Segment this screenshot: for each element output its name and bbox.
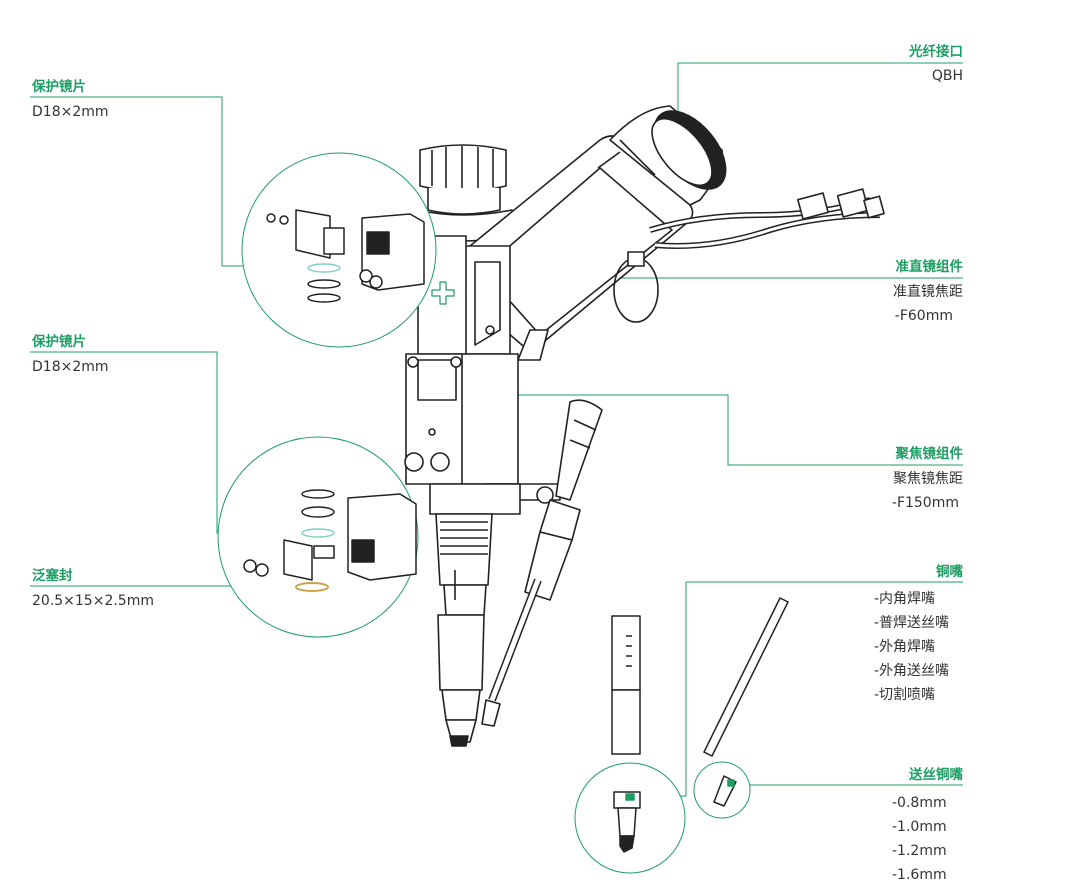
focus-line-1: 聚焦镜焦距 (893, 471, 963, 487)
collimator-line-2: -F60mm (894, 308, 953, 324)
leader-fiber-port (677, 62, 963, 126)
wire-nozzle-line-3: -1.2mm (892, 843, 947, 859)
fiber-port-title: 光纤接口 (909, 44, 963, 60)
focus-line-2: -F150mm (891, 495, 959, 511)
protect-lens-mid-title: 保护镜片 (32, 334, 86, 350)
nozzle-detail (574, 615, 686, 874)
seal-detail (217, 436, 419, 638)
wire-nozzle-title: 送丝铜嘴 (909, 767, 963, 783)
protect-lens-top-value: D18×2mm (32, 104, 109, 120)
wire-nozzle-line-1: -0.8mm (892, 795, 947, 811)
leader-lines (30, 62, 963, 797)
focus-title: 聚焦镜组件 (895, 446, 964, 462)
leader-focus (500, 394, 963, 466)
seal-title: 泛塞封 (32, 568, 73, 584)
seal-value: 20.5×15×2.5mm (32, 593, 154, 609)
protect-lens-top-title: 保护镜片 (32, 79, 86, 95)
copper-nozzle-line-5: -切割喷嘴 (874, 687, 936, 703)
copper-nozzle-line-2: -普焊送丝嘴 (874, 615, 950, 631)
fiber-port-value: QBH (931, 68, 963, 84)
protect-lens-mid-value: D18×2mm (32, 359, 109, 375)
welding-head-drawing (404, 105, 885, 747)
wire-nozzle-line-4: -1.6mm (892, 867, 947, 883)
lens-holder-detail (241, 152, 437, 348)
copper-nozzle-line-1: -内角焊嘴 (874, 591, 936, 607)
wire-nozzle-line-2: -1.0mm (892, 819, 947, 835)
collimator-title: 准直镜组件 (895, 259, 964, 275)
wire-tip-detail (693, 596, 790, 819)
collimator-line-1: 准直镜焦距 (893, 284, 963, 300)
copper-nozzle-line-3: -外角焊嘴 (874, 639, 936, 655)
copper-nozzle-line-4: -外角送丝嘴 (874, 663, 950, 679)
copper-nozzle-title: 铜嘴 (936, 564, 963, 580)
